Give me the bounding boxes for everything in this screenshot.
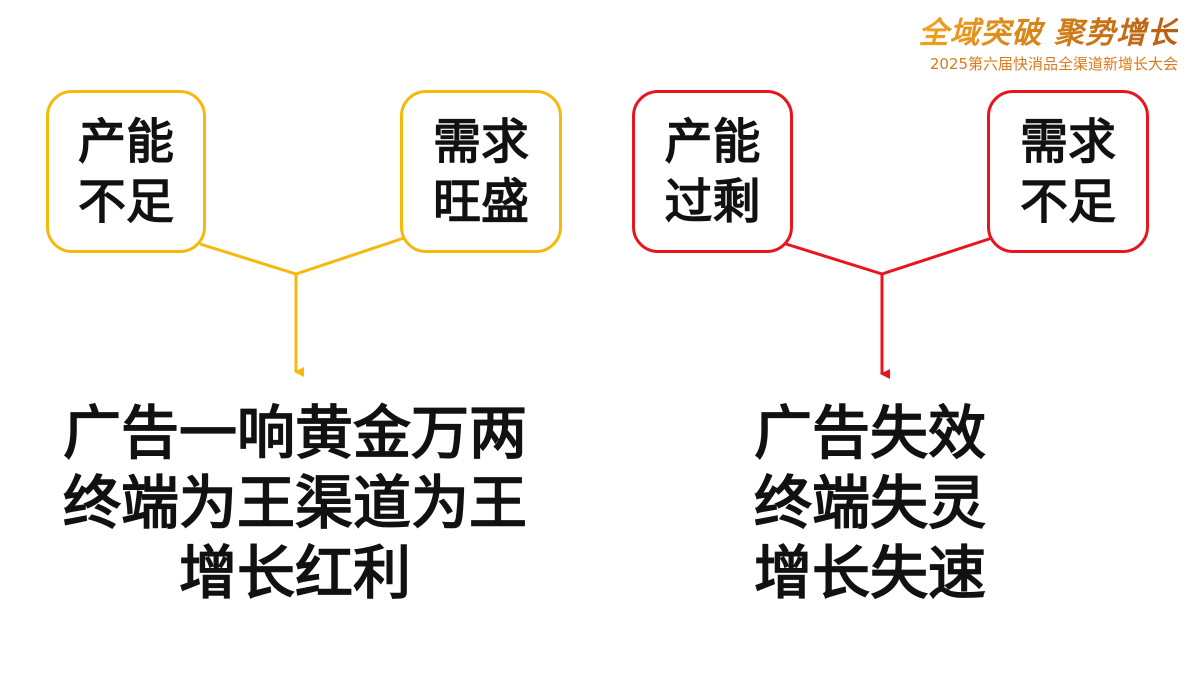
right-connector <box>785 236 993 379</box>
box-capacity-surplus: 产能过剩 <box>632 90 793 253</box>
box-demand-strong: 需求旺盛 <box>400 90 562 253</box>
left-connector <box>199 236 405 377</box>
right-result-line: 广告失效 <box>753 399 986 467</box>
right-result-text: 广告失效 终端失灵 增长失速 <box>740 398 1000 608</box>
right-result-line: 终端失灵 <box>753 469 986 537</box>
event-brand: 全域突破 聚势增长 2025第六届快消品全渠道新增长大会 <box>919 16 1178 74</box>
brand-title: 全域突破 聚势增长 <box>918 16 1178 51</box>
box-demand-weak: 需求不足 <box>987 90 1149 253</box>
left-result-line: 增长红利 <box>178 539 411 607</box>
left-result-line: 终端为王渠道为王 <box>62 469 527 537</box>
box-capacity-surplus-label: 产能过剩 <box>664 113 761 230</box>
box-demand-weak-label: 需求不足 <box>1019 113 1116 230</box>
left-result-line: 广告一响黄金万两 <box>62 399 527 467</box>
left-result-text: 广告一响黄金万两 终端为王渠道为王 增长红利 <box>40 398 550 608</box>
box-demand-strong-label: 需求旺盛 <box>432 113 529 230</box>
right-result-line: 增长失速 <box>753 539 986 607</box>
brand-subtitle: 2025第六届快消品全渠道新增长大会 <box>929 55 1178 73</box>
box-capacity-shortage-label: 产能不足 <box>77 113 174 230</box>
box-capacity-shortage: 产能不足 <box>46 90 206 253</box>
